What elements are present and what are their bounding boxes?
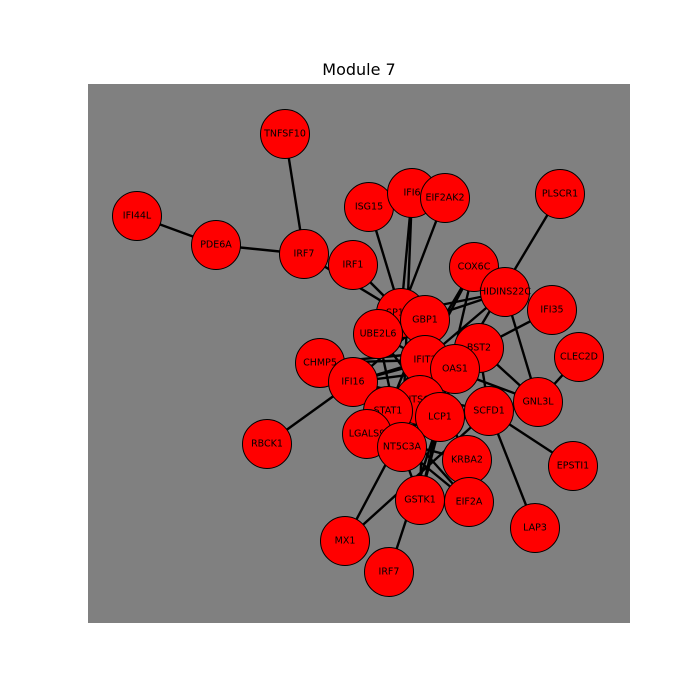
node-label: MX1 [335,536,356,547]
node-label: KRBA2 [451,455,483,466]
node-label: BST2 [467,343,491,354]
node-lcp1: LCP1 [415,392,465,442]
node-label: COX6C [458,262,491,273]
node-isg15: ISG15 [344,182,394,232]
node-circle [444,477,494,527]
node-label: UBE2L6 [360,329,397,340]
node-label: CHMP5 [303,358,337,369]
node-label: IFI44L [123,211,152,222]
node-circle [527,285,577,335]
node-circle [328,240,378,290]
node-gstk1: GSTK1 [395,475,445,525]
node-label: HIDINS22C [479,287,531,298]
node-label: TNFSF10 [263,129,306,140]
node-label: RBCK1 [251,439,283,450]
node-circle [364,547,414,597]
node-label: ISG15 [355,202,383,213]
node-circle [510,503,560,553]
node-label: OAS1 [442,364,468,375]
node-circle [548,441,598,491]
node-clec2d: CLEC2D [554,332,604,382]
node-irf7a: IRF7 [279,229,329,279]
node-gnl3l: GNL3L [513,377,563,427]
node-ifi44l: IFI44L [112,191,162,241]
node-label: STAT1 [374,406,403,417]
node-label: GSTK1 [404,495,435,506]
node-label: IRF1 [343,260,364,271]
chart-title: Module 7 [322,60,396,79]
node-lap3: LAP3 [510,503,560,553]
node-circle [430,344,480,394]
node-circle [112,191,162,241]
node-circle [420,173,470,223]
node-label: LCP1 [428,412,452,423]
node-label: IFIT3 [414,355,437,366]
node-irf7b: IRF7 [364,547,414,597]
node-label: NTSC2 [404,395,436,406]
node-scfd1: SCFD1 [464,386,514,436]
node-label: GBP1 [412,315,438,326]
node-ifi35: IFI35 [527,285,577,335]
node-label: EIF2AK2 [425,193,464,204]
node-label: IFI35 [540,305,563,316]
node-oas1: OAS1 [430,344,480,394]
node-rbck1: RBCK1 [242,419,292,469]
node-ifi16: IFI16 [328,357,378,407]
node-circle [279,229,329,279]
node-circle [260,109,310,159]
node-circle [320,516,370,566]
node-hidins22c: HIDINS22C [479,267,531,317]
node-pde6a: PDE6A [191,220,241,270]
node-label: SCFD1 [473,406,505,417]
node-label: IRF7 [379,567,400,578]
node-mx1: MX1 [320,516,370,566]
node-label: PLSCR1 [542,189,578,200]
node-label: EPSTI1 [557,461,589,472]
node-circle [464,386,514,436]
node-eif2a: EIF2A [444,477,494,527]
node-nt5c3a: NT5C3A [377,422,427,472]
node-eif2ak2: EIF2AK2 [420,173,470,223]
node-circle [328,357,378,407]
node-plscr1: PLSCR1 [535,169,585,219]
node-label: EIF2A [456,497,483,508]
node-label: IFI6 [403,188,420,199]
node-label: CLEC2D [560,352,598,363]
node-circle [242,419,292,469]
node-label: NT5C3A [383,442,422,453]
node-label: LAP3 [523,523,547,534]
node-circle [535,169,585,219]
node-ube2l6: UBE2L6 [353,309,403,359]
node-circle [554,332,604,382]
node-label: IFI16 [341,377,364,388]
node-label: LGALS9 [349,429,386,440]
node-label: IRF7 [294,249,315,260]
node-circle [415,392,465,442]
node-label: GNL3L [522,397,554,408]
node-circle [353,309,403,359]
node-circle [191,220,241,270]
node-tnfsf10: TNFSF10 [260,109,310,159]
node-gbp1: GBP1 [400,295,450,345]
node-label: PDE6A [200,240,232,251]
node-irf1: IRF1 [328,240,378,290]
node-circle [480,267,530,317]
node-epsti1: EPSTI1 [548,441,598,491]
node-circle [377,422,427,472]
node-circle [513,377,563,427]
